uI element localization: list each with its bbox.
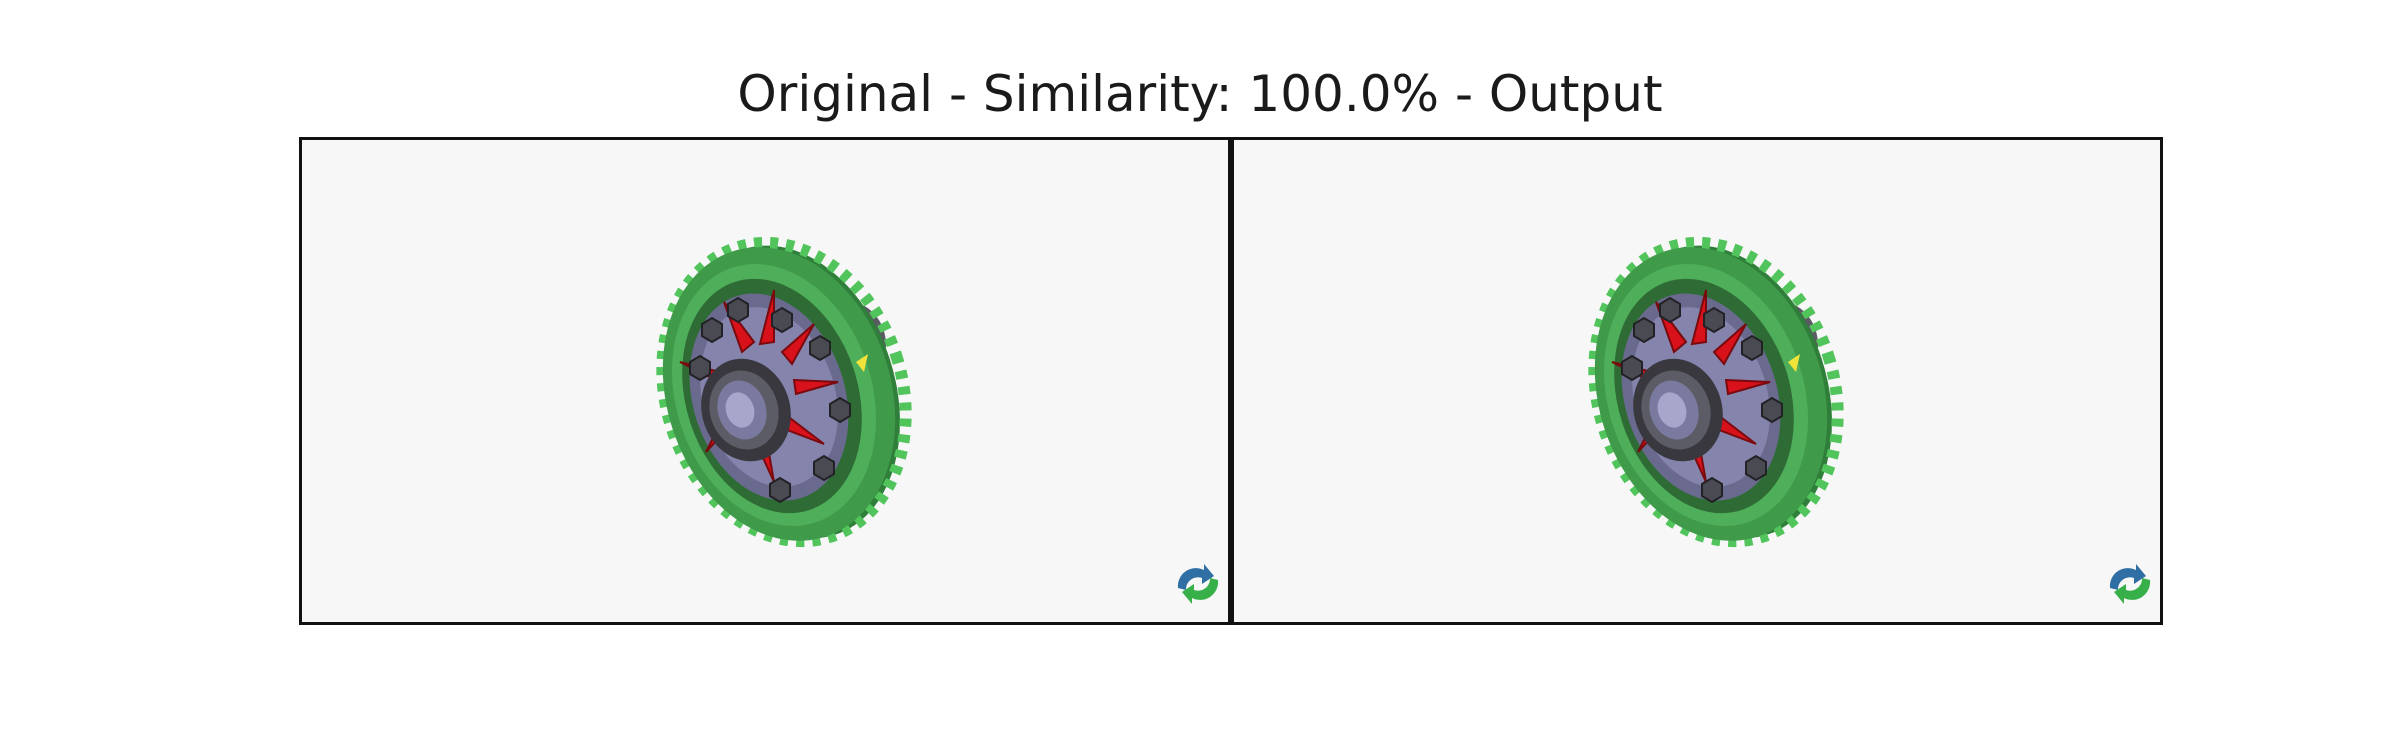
output-panel bbox=[1231, 137, 2163, 625]
original-render bbox=[302, 140, 1228, 622]
output-render bbox=[1234, 140, 2160, 622]
original-panel bbox=[299, 137, 1231, 625]
refresh-icon[interactable] bbox=[1174, 562, 1222, 610]
refresh-icon[interactable] bbox=[2106, 562, 2154, 610]
figure-title: Original - Similarity: 100.0% - Output bbox=[737, 65, 1663, 123]
